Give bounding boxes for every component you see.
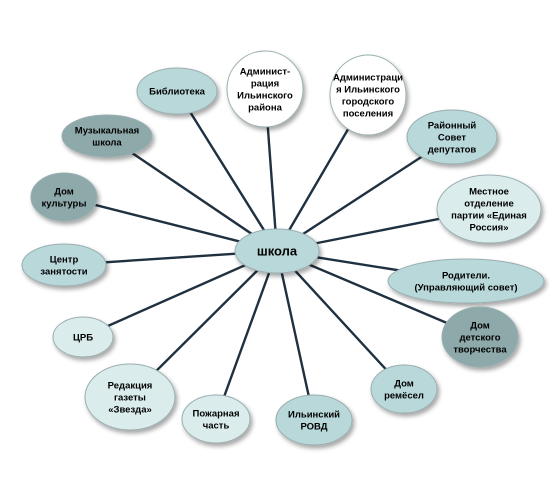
node-ellipse-fire <box>181 394 251 444</box>
node-label-town-admin: Администраци <box>333 72 403 83</box>
node-ellipse-parents <box>387 258 545 304</box>
node-label-culture-house: Дом <box>54 186 74 197</box>
node-ellipse-employment <box>21 243 107 287</box>
connector-line-police <box>275 250 316 421</box>
node-label-parents: (Управляющий совет) <box>414 282 517 293</box>
node-label-children-house: детского <box>459 332 500 343</box>
node-label-newspaper: «Звезда» <box>108 404 152 415</box>
connector-line-crafts-house <box>276 250 405 390</box>
node-label-library: Библиотека <box>149 86 205 97</box>
node-label-employment: Центр <box>50 254 79 265</box>
node-label-culture-house: культуры <box>42 198 87 209</box>
node-ellipse-crafts-house <box>370 364 438 414</box>
node-label-police: Ильинский <box>288 409 340 420</box>
node-ellipse-culture-house <box>30 172 98 222</box>
node-library: Библиотека <box>136 67 218 115</box>
node-label-fire: часть <box>203 420 230 431</box>
node-label-crafts-house: ремёсел <box>384 390 424 401</box>
node-label-party: Местное <box>469 186 509 197</box>
node-ellipse-deputies <box>406 109 498 165</box>
node-label-newspaper: газеты <box>114 392 146 403</box>
node-label-town-admin: городского <box>342 96 395 107</box>
node-label-parents: Родители. <box>442 270 490 281</box>
node-ellipse-hospital <box>52 316 114 358</box>
node-label-crafts-house: Дом <box>394 378 414 389</box>
node-hospital: ЦРБ <box>52 316 114 358</box>
center-ellipse <box>234 228 320 274</box>
node-label-children-house: Дом <box>470 320 490 331</box>
node-label-district-admin: Ильинского <box>237 90 293 101</box>
node-ellipse-police <box>275 394 353 446</box>
node-label-district-admin: рация <box>251 78 279 89</box>
node-label-party: Россия» <box>469 222 508 233</box>
node-label-music-school: школа <box>92 137 122 148</box>
node-label-children-house: творчества <box>453 344 507 355</box>
connector-line-fire <box>214 250 279 420</box>
node-label-hospital: ЦРБ <box>73 332 93 343</box>
node-label-party: партии «Единая <box>451 210 527 221</box>
center-label: школа <box>257 244 298 259</box>
node-label-deputies: депутатов <box>428 144 477 155</box>
node-ellipse-town-admin <box>329 54 407 136</box>
node-label-deputies: Районный <box>428 120 477 131</box>
node-label-music-school: Музыкальная <box>75 125 139 136</box>
node-parents: Родители.(Управляющий совет) <box>387 258 545 304</box>
node-ellipse-music-school <box>61 114 153 158</box>
node-label-town-admin: поселения <box>343 108 393 119</box>
node-ellipse-newspaper <box>84 363 176 431</box>
node-label-district-admin: района <box>248 102 282 113</box>
node-label-police: РОВД <box>300 421 327 432</box>
node-label-district-admin: Админист- <box>240 66 290 77</box>
connector-line-music-school <box>106 135 278 252</box>
node-ellipse-children-house <box>441 306 519 368</box>
node-label-party: отделение <box>464 198 513 209</box>
node-ellipse-party <box>436 174 542 244</box>
node-label-employment: занятости <box>40 266 87 277</box>
outer-nodes: Библиотека Админист-рацияИльинскогорайона… <box>21 50 545 446</box>
connector-line-library <box>175 90 279 252</box>
node-label-newspaper: Редакция <box>108 380 153 391</box>
center-node: школа <box>234 228 320 274</box>
node-label-deputies: Совет <box>438 132 467 143</box>
node-ellipse-district-admin <box>226 50 304 128</box>
node-label-town-admin: я Ильинского <box>336 84 400 95</box>
node-ellipse-library <box>136 67 218 115</box>
node-label-fire: Пожарная <box>192 408 239 419</box>
